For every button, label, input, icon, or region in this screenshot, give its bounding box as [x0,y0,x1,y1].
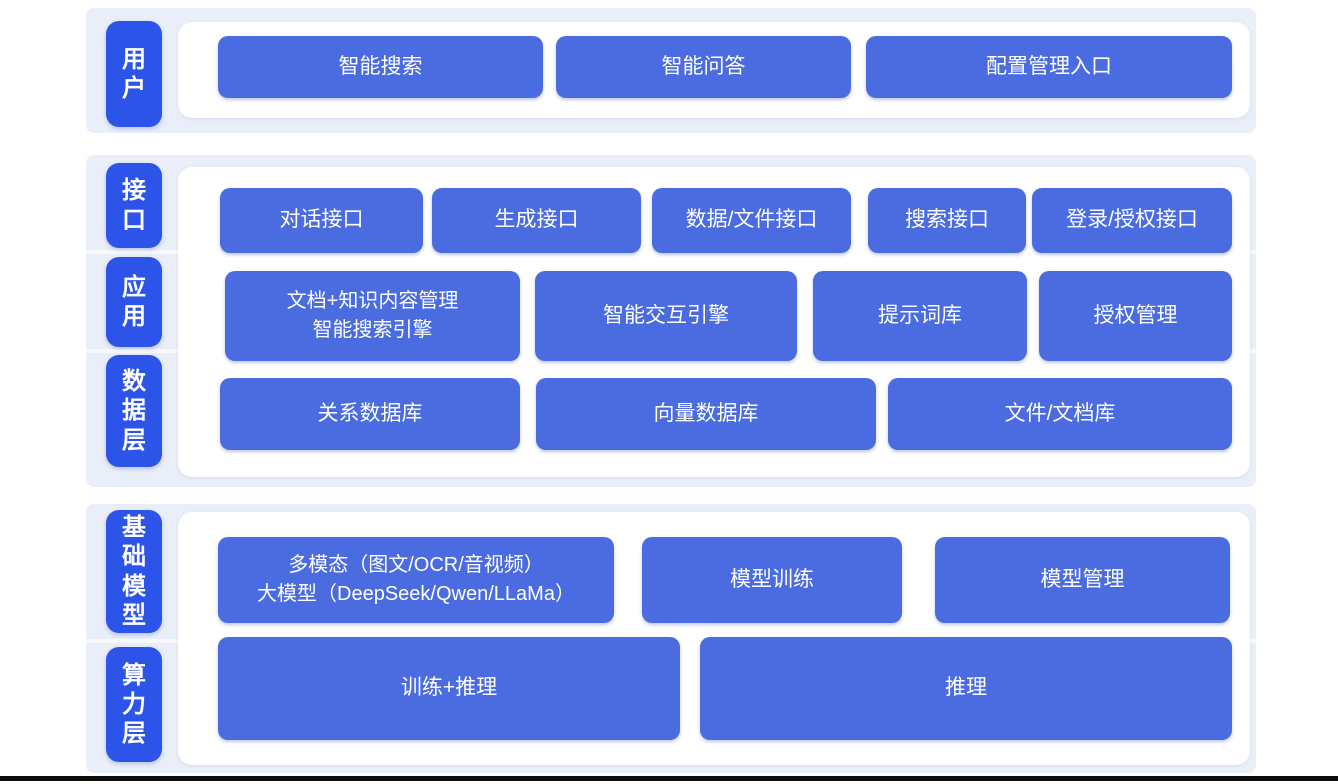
box-search-api: 搜索接口 [868,188,1026,253]
box-file-doc-store: 文件/文档库 [888,378,1232,450]
box-dialog-api: 对话接口 [220,188,423,253]
box-doc-knowledge-search-engine: 文档+知识内容管理 智能搜索引擎 [225,271,520,361]
bottom-rule [0,776,1338,781]
layer-label-compute: 算 力 层 [106,647,162,762]
layer-label-user: 用 户 [106,21,162,127]
box-multimodal-llm: 多模态（图文/OCR/音视频） 大模型（DeepSeek/Qwen/LLaMa） [218,537,614,623]
box-relational-db: 关系数据库 [220,378,520,450]
box-config-management-entry: 配置管理入口 [866,36,1232,98]
layer-label-foundation-model: 基 础 模 型 [106,510,162,633]
box-data-file-api: 数据/文件接口 [652,188,851,253]
layer-label-data: 数 据 层 [106,355,162,467]
box-interaction-engine: 智能交互引擎 [535,271,797,361]
box-smart-search: 智能搜索 [218,36,543,98]
box-auth-management: 授权管理 [1039,271,1232,361]
layer-label-interface: 接 口 [106,163,162,248]
box-prompt-library: 提示词库 [813,271,1027,361]
layer-label-application: 应 用 [106,257,162,347]
box-generation-api: 生成接口 [432,188,641,253]
box-smart-qa: 智能问答 [556,36,851,98]
box-model-management: 模型管理 [935,537,1230,623]
box-login-auth-api: 登录/授权接口 [1032,188,1232,253]
box-inference: 推理 [700,637,1232,740]
box-training-inference: 训练+推理 [218,637,680,740]
box-vector-db: 向量数据库 [536,378,876,450]
box-model-training: 模型训练 [642,537,902,623]
